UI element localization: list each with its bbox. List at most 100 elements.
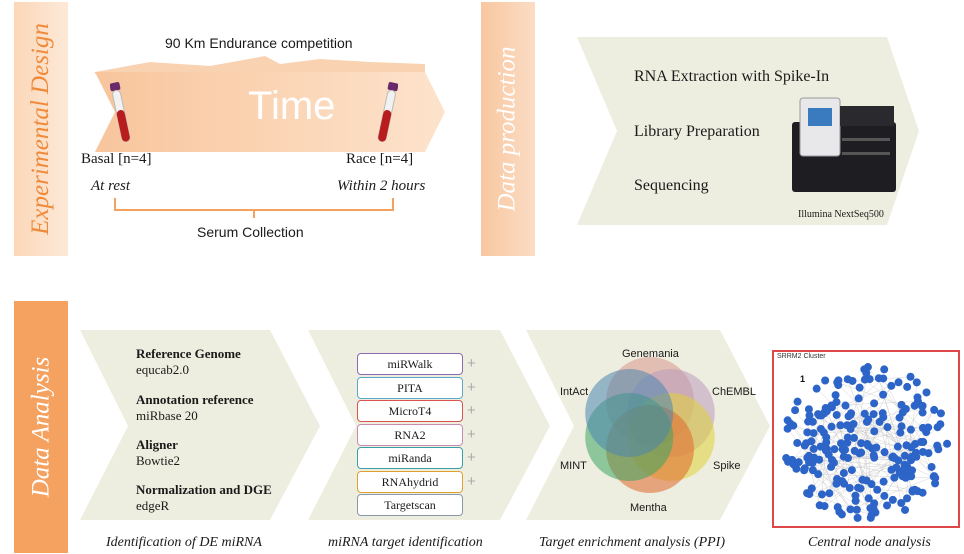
network-node bbox=[870, 399, 879, 408]
tool-box-mirwalk: miRWalk bbox=[357, 353, 463, 375]
network-node bbox=[869, 451, 878, 460]
plus-icon: + bbox=[467, 449, 476, 466]
cluster-title: SRRM2 Cluster bbox=[777, 353, 826, 360]
network-node bbox=[927, 462, 936, 471]
network-node bbox=[883, 423, 892, 432]
network-node bbox=[918, 447, 927, 456]
network-node bbox=[827, 422, 836, 431]
pipeline-title-2: Aligner bbox=[136, 437, 178, 452]
network-node bbox=[893, 442, 902, 451]
within-label: Within 2 hours bbox=[337, 178, 426, 194]
network-node bbox=[827, 462, 836, 471]
network-node bbox=[860, 375, 869, 384]
network-node bbox=[866, 504, 875, 513]
sequencer-caption: Illumina NextSeq500 bbox=[798, 209, 884, 220]
network-node bbox=[864, 415, 873, 424]
network-node bbox=[862, 476, 871, 485]
terrain-profile bbox=[95, 56, 425, 74]
network-edge bbox=[916, 456, 934, 477]
network-node bbox=[901, 505, 910, 514]
venn-label-mint: MINT bbox=[560, 460, 587, 472]
network-node bbox=[837, 510, 846, 519]
network-node bbox=[880, 448, 889, 457]
network-node bbox=[805, 411, 814, 420]
tool-box-pita: PITA bbox=[357, 376, 463, 399]
network-node bbox=[889, 452, 898, 461]
network-node bbox=[804, 405, 813, 414]
network-node bbox=[918, 408, 927, 417]
production-step-sequencing: Sequencing bbox=[634, 177, 709, 194]
data-production-label: Data production bbox=[494, 46, 522, 212]
venn-label-spike: Spike bbox=[713, 460, 741, 472]
network-node bbox=[897, 498, 906, 507]
network-edge bbox=[884, 427, 888, 453]
plus-icon: + bbox=[467, 425, 476, 443]
network-node bbox=[896, 428, 905, 437]
network-node bbox=[906, 372, 915, 381]
time-arrow bbox=[95, 56, 445, 152]
network-node bbox=[855, 383, 864, 392]
network-edge bbox=[804, 378, 884, 446]
network-node bbox=[883, 501, 892, 510]
network-node bbox=[827, 401, 836, 410]
network-node bbox=[814, 470, 823, 479]
network-node bbox=[930, 472, 939, 481]
network-node bbox=[841, 401, 850, 410]
network-node bbox=[860, 409, 869, 418]
network-node bbox=[843, 433, 852, 442]
network-node bbox=[854, 394, 863, 403]
network-node bbox=[908, 466, 917, 475]
network-node bbox=[815, 455, 824, 464]
network-node bbox=[831, 391, 840, 400]
caption-enrichment: Target enrichment analysis (PPI) bbox=[539, 535, 725, 550]
network-node bbox=[908, 452, 917, 461]
network-node bbox=[793, 397, 802, 406]
network-node bbox=[875, 417, 884, 426]
network-node bbox=[912, 378, 921, 387]
network-node bbox=[860, 365, 869, 374]
caption-target-identification: miRNA target identification bbox=[328, 535, 483, 550]
network-node bbox=[844, 454, 853, 463]
network-node bbox=[869, 410, 878, 419]
network-node bbox=[852, 505, 861, 514]
network-node bbox=[850, 446, 859, 455]
network-node bbox=[918, 401, 927, 410]
network-node bbox=[814, 410, 823, 419]
network-node bbox=[803, 428, 812, 437]
network-node bbox=[833, 503, 842, 512]
plus-icon: + bbox=[467, 402, 476, 419]
network-node bbox=[821, 446, 830, 455]
network-edge bbox=[824, 487, 850, 507]
network-node bbox=[815, 501, 824, 510]
network-node bbox=[807, 484, 816, 493]
network-node bbox=[930, 405, 939, 414]
cluster-panel: SRRM2 Cluster 1 bbox=[772, 350, 960, 528]
experimental-design-label: Experimental Design bbox=[27, 23, 55, 235]
network-edge bbox=[824, 445, 875, 504]
production-step-library: Library Preparation bbox=[634, 123, 760, 140]
venn-label-mentha: Mentha bbox=[630, 502, 667, 514]
network-node bbox=[922, 388, 931, 397]
network-node bbox=[890, 473, 899, 482]
network-node bbox=[783, 416, 792, 425]
network-node bbox=[880, 365, 889, 374]
network-node bbox=[931, 479, 940, 488]
basal-tube-icon bbox=[110, 82, 131, 142]
data-production-label-bar: Data production bbox=[481, 2, 535, 256]
network-node bbox=[783, 424, 792, 433]
pipeline-value-2: Bowtie2 bbox=[136, 453, 181, 468]
network-node bbox=[847, 409, 856, 418]
network-node bbox=[846, 505, 855, 514]
network-edge bbox=[877, 489, 913, 492]
network-node bbox=[821, 376, 830, 385]
production-step-rna: RNA Extraction with Spike-In bbox=[634, 68, 830, 85]
sequencer-machine-icon bbox=[792, 97, 896, 192]
network-node bbox=[897, 422, 906, 431]
network-node bbox=[888, 495, 897, 504]
network-node bbox=[917, 438, 926, 447]
network-node bbox=[903, 382, 912, 391]
cluster-network bbox=[782, 363, 952, 522]
network-node bbox=[868, 444, 877, 453]
competition-title: 90 Km Endurance competition bbox=[165, 35, 353, 51]
at-rest-label: At rest bbox=[91, 178, 131, 194]
